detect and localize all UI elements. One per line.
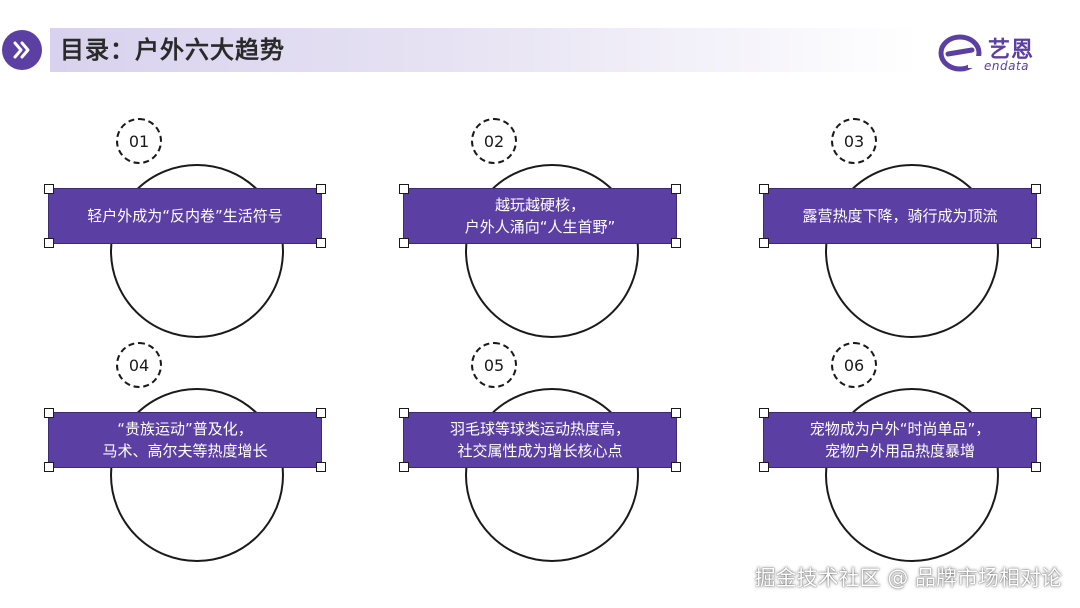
trend-item-03: 03 露营热度下降，骑行成为顶流	[759, 118, 1063, 378]
trend-label-box: 轻户外成为“反内卷”生活符号	[44, 184, 326, 248]
resize-handle	[759, 462, 769, 472]
trend-label-box: 露营热度下降，骑行成为顶流	[759, 184, 1041, 248]
double-chevron-right-icon	[13, 41, 30, 59]
watermark: 掘金技术社区 @ 品牌市场相对论	[754, 566, 1062, 590]
trend-item-05: 05 羽毛球等球类运动热度高， 社交属性成为增长核心点	[399, 342, 703, 602]
trend-item-02: 02 越玩越硬核， 户外人涌向“人生首野”	[399, 118, 703, 378]
trend-item-06: 06 宠物成为户外“时尚单品”， 宠物户外用品热度暴增	[759, 342, 1063, 602]
resize-handle	[1031, 238, 1041, 248]
resize-handle	[1031, 184, 1041, 194]
trend-label: 宠物成为户外“时尚单品”， 宠物户外用品热度暴增	[809, 420, 991, 460]
resize-handle	[316, 238, 326, 248]
trend-number: 05	[471, 342, 517, 388]
header-band	[50, 28, 920, 72]
resize-handle	[399, 184, 409, 194]
resize-handle	[44, 184, 54, 194]
trend-number: 06	[831, 342, 877, 388]
trend-label-box: 宠物成为户外“时尚单品”， 宠物户外用品热度暴增	[759, 408, 1041, 472]
resize-handle	[759, 184, 769, 194]
resize-handle	[671, 238, 681, 248]
trend-label: “贵族运动”普及化， 马术、高尔夫等热度增长	[102, 420, 268, 460]
resize-handle	[399, 408, 409, 418]
resize-handle	[671, 462, 681, 472]
resize-handle	[316, 408, 326, 418]
resize-handle	[399, 462, 409, 472]
logo-name: 艺恩	[988, 38, 1035, 63]
trend-label-box: 羽毛球等球类运动热度高， 社交属性成为增长核心点	[399, 408, 681, 472]
resize-handle	[44, 462, 54, 472]
resize-handle	[671, 184, 681, 194]
trend-label: 轻户外成为“反内卷”生活符号	[87, 207, 283, 225]
resize-handle	[44, 238, 54, 248]
trend-label: 越玩越硬核， 户外人涌向“人生首野”	[464, 196, 616, 236]
brand-logo: 艺恩 endata	[938, 32, 1058, 76]
page-title: 目录：户外六大趋势	[60, 36, 285, 64]
trend-label-box: “贵族运动”普及化， 马术、高尔夫等热度增长	[44, 408, 326, 472]
trend-number: 02	[471, 118, 517, 164]
trend-item-04: 04 “贵族运动”普及化， 马术、高尔夫等热度增长	[44, 342, 348, 602]
header-badge	[2, 30, 42, 70]
resize-handle	[671, 408, 681, 418]
resize-handle	[1031, 408, 1041, 418]
trend-label: 露营热度下降，骑行成为顶流	[802, 207, 998, 225]
endata-e-logo-icon	[938, 34, 982, 72]
trend-number: 04	[116, 342, 162, 388]
resize-handle	[316, 462, 326, 472]
trend-number: 01	[116, 118, 162, 164]
resize-handle	[1031, 462, 1041, 472]
trend-number: 03	[831, 118, 877, 164]
trend-label-box: 越玩越硬核， 户外人涌向“人生首野”	[399, 184, 681, 248]
resize-handle	[399, 238, 409, 248]
trend-item-01: 01 轻户外成为“反内卷”生活符号	[44, 118, 348, 378]
logo-sub: endata	[984, 59, 1030, 73]
resize-handle	[759, 408, 769, 418]
trend-label: 羽毛球等球类运动热度高， 社交属性成为增长核心点	[449, 420, 630, 460]
resize-handle	[759, 238, 769, 248]
resize-handle	[316, 184, 326, 194]
resize-handle	[44, 408, 54, 418]
